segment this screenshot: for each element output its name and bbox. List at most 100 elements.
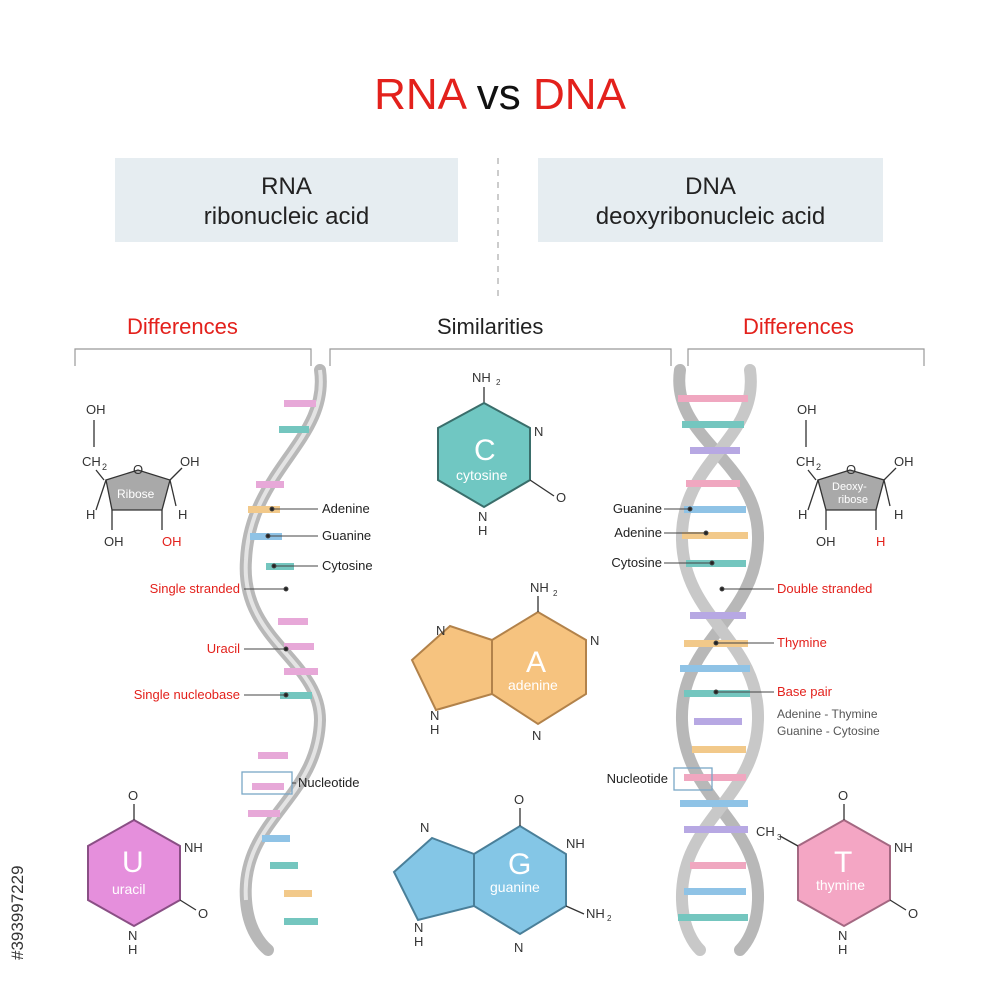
rna-full-name: ribonucleic acid <box>203 203 370 230</box>
thymine-o1: O <box>838 788 848 803</box>
guanine-n3: N <box>514 940 523 955</box>
guanine-molecule <box>392 808 585 936</box>
guanine-n1: N <box>420 820 429 835</box>
uracil-nh: NH <box>184 840 203 855</box>
ribose-ch2: CH <box>82 454 101 469</box>
deoxyribose-name-2: ribose <box>838 494 868 506</box>
rna-label-single-stranded: Single stranded <box>149 581 240 596</box>
rna-leader-lines <box>244 506 318 784</box>
left-differences-heading: Differences <box>127 314 238 339</box>
ribose-o: O <box>133 462 143 477</box>
rna-label-single-nucleobase: Single nucleobase <box>133 687 240 702</box>
deoxyribose-oh-bottom-left: OH <box>816 534 836 549</box>
adenine-n4: N <box>532 728 541 743</box>
dna-label-nucleotide: Nucleotide <box>606 771 668 786</box>
uracil-molecule <box>87 804 197 928</box>
deoxyribose-name-1: Deoxy- <box>832 481 867 493</box>
guanine-name: guanine <box>490 879 540 895</box>
cytosine-h: H <box>478 523 487 538</box>
rna-base <box>284 643 314 650</box>
cytosine-name: cytosine <box>456 467 508 483</box>
thymine-h: H <box>838 942 847 957</box>
middle-bracket <box>329 348 672 366</box>
rna-helix <box>239 364 327 956</box>
right-bracket <box>687 348 925 366</box>
dna-strand-2 <box>675 364 765 956</box>
rna-base <box>284 890 312 897</box>
dna-leader-lines <box>664 506 774 695</box>
guanine-letter: G <box>508 848 531 881</box>
stock-id-watermark: #393997229 <box>8 865 27 960</box>
rna-label-cytosine: Cytosine <box>322 558 373 573</box>
dna-base-pair <box>684 506 746 513</box>
guanine-o: O <box>514 792 524 807</box>
deoxyribose-ch2: CH <box>796 454 815 469</box>
dna-header-box: DNA deoxyribonucleic acid <box>538 158 883 242</box>
rna-base <box>270 862 298 869</box>
dna-base-pair <box>682 532 748 539</box>
dna-base-pair <box>680 800 748 807</box>
rna-base <box>258 752 288 759</box>
page-title: RNA vs DNA <box>0 70 1000 120</box>
uracil-n: N <box>128 928 137 943</box>
cytosine-nh2: NH <box>472 370 491 385</box>
dna-base-pair <box>684 774 746 781</box>
dna-label-double-stranded: Double stranded <box>777 581 873 596</box>
uracil-name: uracil <box>112 881 145 897</box>
deoxyribose-molecule <box>805 420 897 530</box>
thymine-ch3-sub: 3 <box>777 833 782 842</box>
deoxyribose-ch2-sub: 2 <box>816 462 821 472</box>
dna-label-thymine: Thymine <box>777 635 827 650</box>
dna-base-pair <box>680 665 750 672</box>
rna-base <box>262 835 290 842</box>
adenine-molecule <box>410 596 587 726</box>
deoxyribose-o: O <box>846 462 856 477</box>
ribose-oh-bottom-right: OH <box>162 534 182 549</box>
left-bracket <box>74 348 312 366</box>
adenine-letter: A <box>526 646 546 679</box>
uracil-o1: O <box>128 788 138 803</box>
dna-base-pair <box>684 826 748 833</box>
dna-label-guanine: Guanine <box>612 501 662 516</box>
ribose-oh-bottom-left: OH <box>104 534 124 549</box>
rna-base <box>256 481 284 488</box>
dna-full-name: deoxyribonucleic acid <box>595 203 826 230</box>
guanine-h: H <box>414 934 423 949</box>
adenine-nh2-sub: 2 <box>553 589 558 598</box>
dna-base-pair <box>690 447 740 454</box>
guanine-n2: N <box>414 920 423 935</box>
rna-label-guanine: Guanine <box>322 528 372 543</box>
title-dna: DNA <box>533 70 626 119</box>
ribose-oh-top: OH <box>86 402 106 417</box>
rna-base <box>280 692 312 699</box>
thymine-letter: T <box>834 846 852 879</box>
rna-header-box: RNA ribonucleic acid <box>115 158 458 242</box>
cytosine-n: N <box>534 424 543 439</box>
adenine-nh2: NH <box>530 580 549 595</box>
ribose-h-right: H <box>178 507 187 522</box>
deoxyribose-oh-right: OH <box>894 454 914 469</box>
cytosine-nh: N <box>478 509 487 524</box>
thymine-o2: O <box>908 906 918 921</box>
thymine-molecule <box>779 804 907 928</box>
adenine-name: adenine <box>508 677 558 693</box>
ribose-molecule <box>93 420 183 530</box>
dna-label-pair-gc: Guanine - Cytosine <box>777 724 880 738</box>
cytosine-nh2-sub: 2 <box>496 378 501 387</box>
title-rna: RNA <box>374 70 465 119</box>
adenine-n2: N <box>590 633 599 648</box>
ribose-oh-right: OH <box>180 454 200 469</box>
thymine-nh: NH <box>894 840 913 855</box>
dna-base-pair <box>682 421 744 428</box>
adenine-n1: N <box>436 623 445 638</box>
rna-name: RNA <box>261 173 312 200</box>
rna-base <box>284 668 318 675</box>
deoxyribose-oh-top: OH <box>797 402 817 417</box>
rna-base <box>248 810 280 817</box>
dna-name: DNA <box>685 173 736 200</box>
guanine-nh2: NH <box>586 906 605 921</box>
dna-base-pair <box>690 612 746 619</box>
guanine-nh2-sub: 2 <box>607 914 612 923</box>
guanine-nh: NH <box>566 836 585 851</box>
